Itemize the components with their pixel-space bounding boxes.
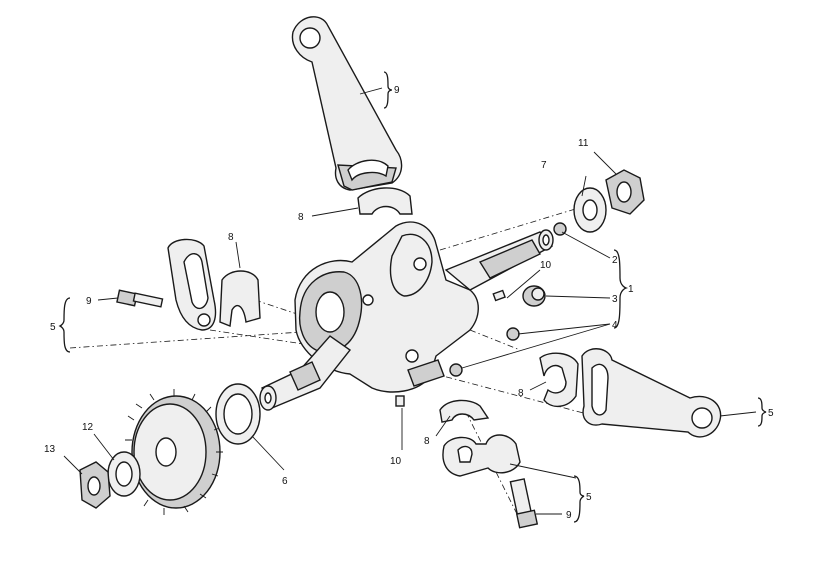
connecting-rod-top bbox=[291, 16, 403, 191]
callout-4: 4 bbox=[612, 320, 618, 331]
nut-11 bbox=[605, 169, 645, 215]
callout-8-right: 8 bbox=[518, 388, 524, 399]
brace-5-bottom bbox=[573, 475, 585, 523]
callout-9-top: 9 bbox=[394, 85, 400, 96]
callout-9-bottom: 9 bbox=[566, 510, 572, 521]
brace-5-right bbox=[757, 397, 767, 427]
brace-9-top bbox=[383, 71, 393, 109]
dowel-10-bottom bbox=[395, 395, 405, 407]
washer-6 bbox=[215, 383, 261, 445]
callout-5-left: 5 bbox=[50, 322, 56, 333]
washer-12 bbox=[107, 451, 141, 497]
bolt-bottom bbox=[509, 478, 539, 529]
brace-1 bbox=[613, 249, 629, 329]
crankshaft-right-shaft bbox=[444, 229, 554, 291]
main-bearing-cap-left bbox=[167, 238, 217, 331]
callouts: 9 8 8 9 5 7 11 2 10 1 3 4 8 5 8 10 6 12 … bbox=[44, 85, 774, 521]
dowel-10-top bbox=[492, 289, 506, 302]
bearing-shell-bottom bbox=[439, 399, 490, 423]
plug-4-lower bbox=[449, 363, 463, 377]
callout-3: 3 bbox=[612, 294, 618, 305]
callout-7: 7 bbox=[541, 160, 547, 171]
washer-7 bbox=[573, 187, 607, 233]
cap-3 bbox=[522, 285, 546, 307]
bolt-left bbox=[116, 289, 164, 308]
callout-12: 12 bbox=[82, 422, 94, 433]
crankshaft-left-shaft bbox=[259, 335, 352, 411]
bearing-shell-right bbox=[539, 352, 579, 407]
callout-9-left: 9 bbox=[86, 296, 92, 307]
gear bbox=[124, 389, 223, 515]
callout-2: 2 bbox=[612, 255, 618, 266]
callout-8-top: 8 bbox=[298, 212, 304, 223]
brace-5-left bbox=[58, 297, 71, 353]
callout-5-right: 5 bbox=[768, 408, 774, 419]
callout-8-left: 8 bbox=[228, 232, 234, 243]
callout-10-top: 10 bbox=[540, 260, 552, 271]
plug-4-upper bbox=[506, 327, 520, 341]
callout-11: 11 bbox=[578, 138, 589, 149]
bearing-shell-left bbox=[219, 270, 261, 327]
connecting-rod-right bbox=[581, 348, 722, 438]
leader-lines bbox=[63, 87, 757, 515]
callout-5-bottom: 5 bbox=[586, 492, 592, 503]
plug-2 bbox=[553, 222, 567, 236]
callout-13: 13 bbox=[44, 444, 56, 455]
callout-6: 6 bbox=[282, 476, 288, 487]
bearing-shell-top bbox=[357, 187, 413, 215]
callout-8-bottom: 8 bbox=[424, 436, 430, 447]
main-bearing-cap-bottom bbox=[442, 434, 521, 477]
callout-1: 1 bbox=[628, 284, 634, 295]
callout-10-bottom: 10 bbox=[390, 456, 402, 467]
nut-13 bbox=[79, 461, 111, 509]
